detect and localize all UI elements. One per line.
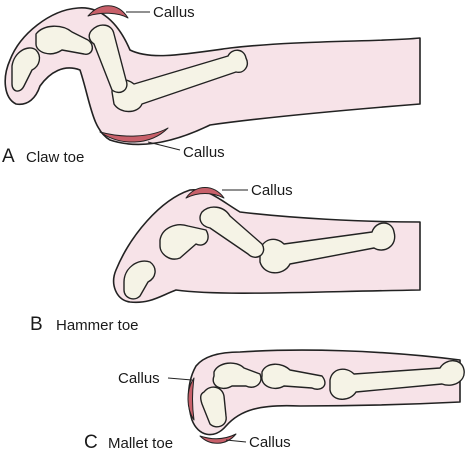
hammer-toe-proximal-phalanx [199, 206, 265, 258]
mallet-toe-middle-phalanx [212, 362, 262, 390]
hammer-toe-callus [185, 187, 225, 199]
claw-toe-metatarsal [111, 49, 248, 113]
panel-hammer-toe: Callus B Hammer toe [30, 182, 421, 335]
claw-toe-panel-name: Claw toe [26, 149, 84, 166]
mallet-toe-distal-phalanx [199, 386, 227, 428]
claw-toe-middle-phalanx [35, 25, 94, 55]
claw-toe-callus-bottom-label: Callus [183, 144, 225, 161]
mallet-toe-callus-bottom [199, 433, 237, 444]
mallet-toe-panel-name: Mallet toe [108, 435, 173, 452]
mallet-toe-callus-bottom-leader [225, 439, 247, 443]
mallet-toe-panel-letter: C [84, 432, 98, 453]
claw-toe-callus-bottom-leader [147, 141, 181, 151]
panel-mallet-toe: Callus Callus C Mallet toe [84, 349, 465, 453]
mallet-toe-metatarsal [329, 360, 465, 400]
mallet-toe-callus-front-label: Callus [118, 370, 160, 387]
claw-toe-panel-letter: A [2, 146, 15, 167]
claw-toe-distal-phalanx [11, 47, 41, 92]
hammer-toe-panel-letter: B [30, 314, 43, 335]
hammer-toe-callus-label: Callus [251, 182, 293, 199]
mallet-toe-callus-front-leader [167, 377, 193, 381]
mallet-toe-proximal-phalanx [261, 363, 326, 390]
mallet-toe-callus-bottom-label: Callus [249, 434, 291, 451]
claw-toe-proximal-phalanx [88, 24, 128, 94]
hammer-toe-middle-phalanx [159, 224, 209, 260]
hammer-toe-distal-phalanx [123, 260, 156, 300]
claw-toe-callus-top-label: Callus [153, 4, 195, 21]
mallet-toe-callus-front [187, 377, 195, 421]
hammer-toe-metatarsal [259, 222, 396, 274]
panel-claw-toe: Callus Callus A Claw toe [2, 4, 421, 167]
claw-toe-callus-top [87, 5, 129, 19]
claw-toe-callus-bottom [99, 127, 169, 143]
hammer-toe-panel-name: Hammer toe [56, 317, 139, 334]
